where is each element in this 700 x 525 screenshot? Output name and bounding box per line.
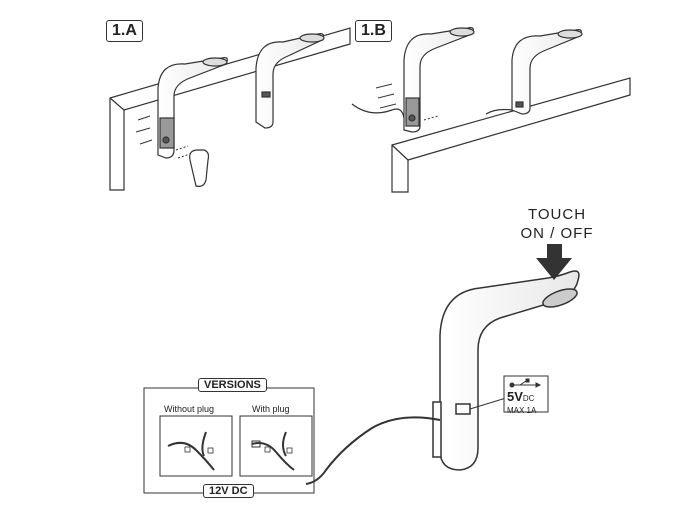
usb-rating: 5VDC MAX 1A: [507, 389, 537, 416]
without-plug-label: Without plug: [164, 404, 215, 414]
panel-1a: [109, 27, 351, 191]
touch-line2: ON / OFF: [520, 225, 594, 242]
usb-icon: [509, 378, 542, 388]
touch-label: TOUCH ON / OFF: [512, 205, 602, 243]
voltage-label: 12V DC: [203, 484, 254, 498]
step-label-1b: 1.B: [355, 20, 392, 42]
step-label-1a: 1.A: [106, 20, 143, 42]
panel-1b: [351, 27, 631, 193]
usb-voltage: 5V: [507, 389, 523, 404]
touch-line1: TOUCH: [527, 206, 587, 223]
power-cable: [305, 416, 441, 485]
with-plug-label: With plug: [252, 404, 290, 414]
versions-title: VERSIONS: [198, 378, 267, 392]
arrow-down-icon: [536, 244, 572, 280]
usb-dc: DC: [522, 394, 535, 403]
usb-max: MAX 1A: [507, 406, 537, 415]
main-lamp: [432, 270, 580, 471]
